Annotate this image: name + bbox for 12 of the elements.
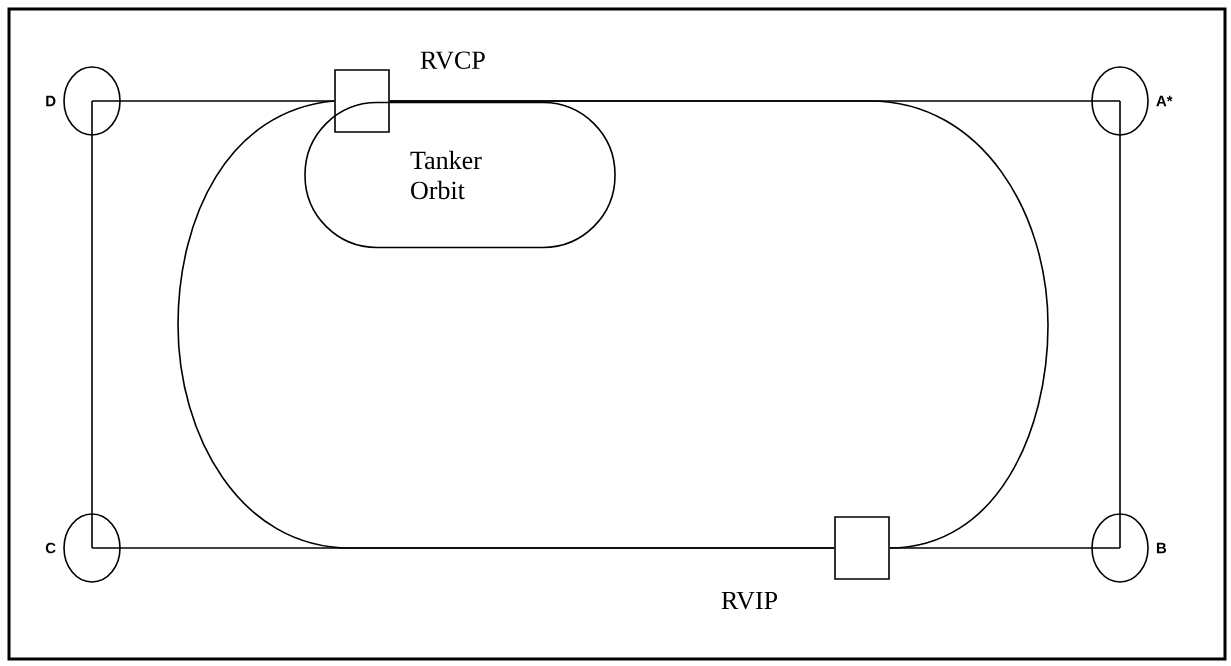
flight-path <box>389 100 1049 549</box>
node-label: D <box>46 95 56 107</box>
flight-path <box>91 135 93 514</box>
node-label: A* <box>1156 95 1173 107</box>
node-label: C <box>45 542 56 554</box>
flight-path <box>177 100 835 549</box>
point-square: RVIP <box>721 516 890 610</box>
node-label: RVCP <box>420 51 485 70</box>
orbit-racetrack: Tanker Orbit <box>304 101 616 249</box>
flight-path <box>1119 135 1121 514</box>
node-label: RVIP <box>721 591 778 610</box>
node-label: B <box>1156 542 1167 554</box>
